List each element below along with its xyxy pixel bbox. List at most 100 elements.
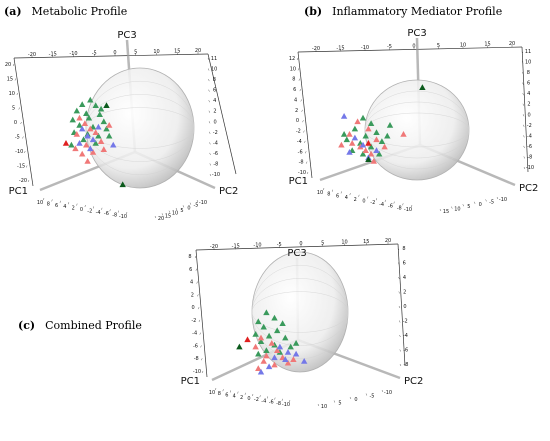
frame-top-edge [297,46,523,53]
pc3-axis-tick-mark [299,89,301,92]
pc3-axis-tick-mark [20,121,22,125]
right-axis-tick: 10 [525,60,531,66]
data-point-red [83,141,90,148]
top-axis-tick: -10 [253,243,261,249]
pc1-axis-tick-mark [376,198,377,201]
right-axis-tick-mark [398,262,400,265]
data-point-green [92,140,99,146]
right-axis-tick: 2 [403,290,406,296]
data-point-red [290,356,297,362]
right-axis-tick: 8 [213,77,216,83]
data-point-red [362,147,369,153]
top-axis-tick: 5 [134,50,137,56]
pc2-axis-tick-mark [317,403,320,407]
pc1-axis-tick-mark [349,193,351,196]
pc3-axis-tick: 20 [5,62,11,68]
frame-top-edge [195,243,399,251]
pc1-axis-tick: 2 [240,395,243,401]
data-point-red [284,359,292,366]
pc1-axis-tick-mark [367,196,369,199]
data-point-blue [276,343,284,350]
panel-b-letter: (b) [304,5,323,18]
pc3-axis-tick: -8 [299,160,304,166]
pc1-axis-tick-mark [259,395,261,398]
pc1-axis-tick-mark [59,200,61,203]
data-point-green [85,114,93,121]
data-point-red [89,149,97,155]
data-point-green [343,136,350,143]
panel-a-label: (a) Metabolic Profile [4,5,127,18]
pc3-axis-tick: 10 [9,91,15,97]
data-point-blue [95,123,102,130]
right-axis-tick-mark [209,152,211,155]
pc2-axis-tick-mark [439,208,442,212]
pc1-axis-tick-mark [358,194,360,197]
top-axis-tick: 20 [509,41,515,47]
data-point-blue [257,368,265,375]
pc2-axis-tick-mark [365,393,368,396]
data-point-red [79,150,86,157]
right-axis-tick: 8 [402,246,405,252]
data-point-blue [271,354,278,361]
data-point-blue [282,356,289,362]
pc1-axis-tick-mark [289,399,291,403]
right-axis-tick: -4 [527,133,532,139]
pc1-label: PC1 [181,376,200,387]
panel-a-title: Metabolic Profile [31,5,128,18]
pc2-axis-tick-mark [381,389,384,393]
pc3-axis-tick: -10 [15,149,23,155]
pc1-axis-tick: -2 [370,200,375,206]
data-point-red [87,125,94,132]
data-point-green [76,122,83,128]
frame-right-edge [521,46,529,173]
panel-a-letter: (a) [4,5,22,18]
data-point-blue [84,132,91,139]
pc2-axis-tick: 15 [165,213,171,219]
pc3-axis-tick-mark [199,332,201,335]
right-axis-tick: 11 [525,49,531,55]
right-axis-tick: -8 [527,154,532,160]
data-point-red [373,136,380,143]
pc1-axis-tick-mark [237,391,239,394]
data-point-green [378,138,386,144]
frame-top-edge [13,53,209,59]
pc2-axis-tick-mark [196,199,199,203]
data-point-red [370,158,377,164]
top-axis-tick: 15 [174,49,180,55]
top-axis-tick: 20 [195,48,201,54]
right-axis-tick: 6 [527,81,530,87]
pc3-axis-tick-mark [201,358,203,361]
pc1-axis-tick: -10 [119,214,127,220]
pc1-axis-tick-mark [230,390,231,393]
right-axis-tick-mark [399,334,401,338]
pc1-axis-tick-mark [68,202,70,205]
data-point-brightred [244,336,251,343]
pc1-axis-tick: -2 [254,397,259,403]
right-axis-tick-mark [209,131,211,134]
data-point-red [257,334,265,341]
right-axis-tick-mark [399,349,401,352]
right-axis-tick: 4 [213,98,216,104]
pc2-axis-tick: 0 [479,202,482,208]
data-point-green [69,116,76,123]
pc1-axis-tick: 10 [317,190,323,196]
pc1-axis-tick: -6 [104,211,109,217]
pc2-axis-tick-mark [451,206,453,209]
right-axis-tick-mark [522,103,524,106]
pc3-axis-tick: 10 [290,66,296,72]
panel-b-label: (b)Inflammatory Mediator Profile [304,5,502,18]
right-axis-tick-mark [397,247,400,251]
pc3-axis-tick: 0 [14,120,17,126]
pc1-axis-tick-mark [252,393,254,397]
data-point-green [362,132,369,139]
pc3-axis-tick-mark [16,92,18,96]
right-axis-tick: -6 [213,151,218,157]
pc1-axis-tick: -4 [96,210,101,216]
pc1-axis-tick-mark [332,189,333,192]
data-point-blue [346,149,353,155]
pc2-axis-tick: 15 [443,209,449,215]
pc1-axis-tick: 4 [345,195,348,201]
pc3-axis-tick: 12 [289,56,295,62]
right-axis-tick-mark [523,145,525,148]
